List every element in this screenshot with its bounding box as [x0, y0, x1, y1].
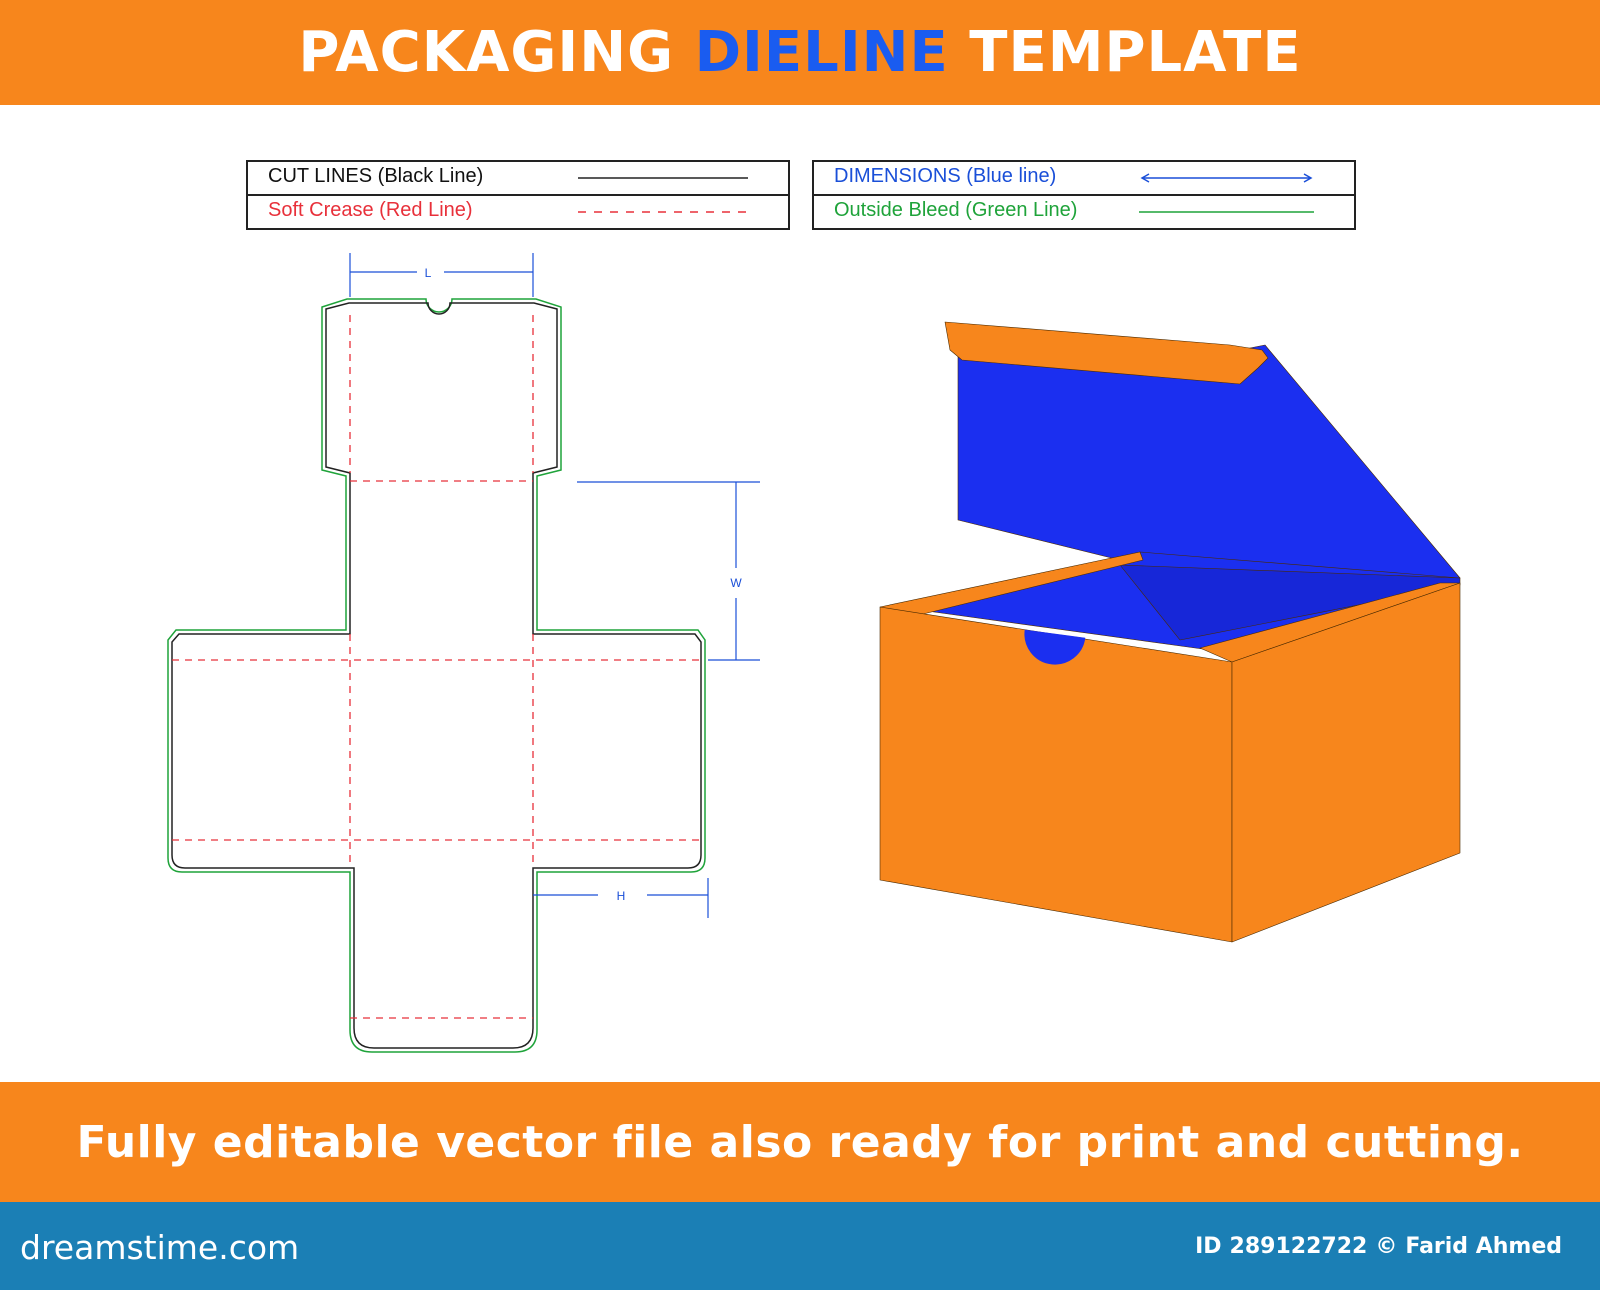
cut-outline	[171, 302, 702, 1049]
dreamstime-logo: dreamstime.com	[20, 1228, 300, 1267]
dieline-template: L W H	[167, 253, 760, 1053]
box-mockup	[879, 321, 1461, 943]
id-label: ID	[1195, 1234, 1222, 1259]
id-number: 289122722	[1229, 1234, 1368, 1259]
bleed-outline	[167, 298, 706, 1053]
copyright-symbol: ©	[1375, 1234, 1398, 1259]
header-banner: PACKAGING DIELINE TEMPLATE	[0, 0, 1600, 105]
author-name: Farid Ahmed	[1405, 1234, 1562, 1259]
legend-dimensions-label: DIMENSIONS (Blue line)	[834, 165, 1057, 187]
legend-left: CUT LINES (Black Line) Soft Crease (Red …	[246, 160, 790, 230]
legend-crease-label: Soft Crease (Red Line)	[268, 199, 473, 221]
length-label: L	[425, 266, 432, 280]
legend-dimensions: DIMENSIONS (Blue line)	[814, 162, 1354, 195]
width-label: W	[730, 576, 742, 590]
title-part-1: PACKAGING	[298, 20, 695, 85]
legend-right: DIMENSIONS (Blue line) Outside Bleed (Gr…	[812, 160, 1356, 230]
legend-cut-lines: CUT LINES (Black Line)	[248, 162, 788, 195]
crease-lines	[172, 315, 701, 1019]
height-label: H	[617, 889, 626, 903]
box-right-face	[1231, 582, 1461, 943]
image-credit: ID 289122722 © Farid Ahmed	[1195, 1234, 1570, 1259]
crease-line-sample	[578, 211, 748, 213]
page-title: PACKAGING DIELINE TEMPLATE	[298, 20, 1301, 85]
legend-soft-crease: Soft Crease (Red Line)	[248, 194, 788, 229]
bleed-line-sample	[1139, 211, 1314, 213]
dimension-lines	[349, 253, 760, 918]
box-lid-flap	[944, 321, 1269, 385]
legend-bleed-label: Outside Bleed (Green Line)	[834, 199, 1078, 221]
legend-cut-label: CUT LINES (Black Line)	[268, 165, 484, 187]
legend-outside-bleed: Outside Bleed (Green Line)	[814, 194, 1354, 229]
cut-line-sample	[578, 177, 748, 179]
title-highlight: DIELINE	[694, 20, 949, 85]
bottom-banner: Fully editable vector file also ready fo…	[0, 1082, 1600, 1202]
box-thumb-notch	[1024, 629, 1086, 665]
dimension-arrow-sample	[1140, 173, 1313, 183]
title-part-2: TEMPLATE	[948, 20, 1302, 85]
dieline-illustration: L W H	[167, 253, 1461, 1053]
bottom-banner-text: Fully editable vector file also ready fo…	[76, 1116, 1524, 1168]
footer-bar: dreamstime.com ID 289122722 © Farid Ahmed	[0, 1202, 1600, 1290]
